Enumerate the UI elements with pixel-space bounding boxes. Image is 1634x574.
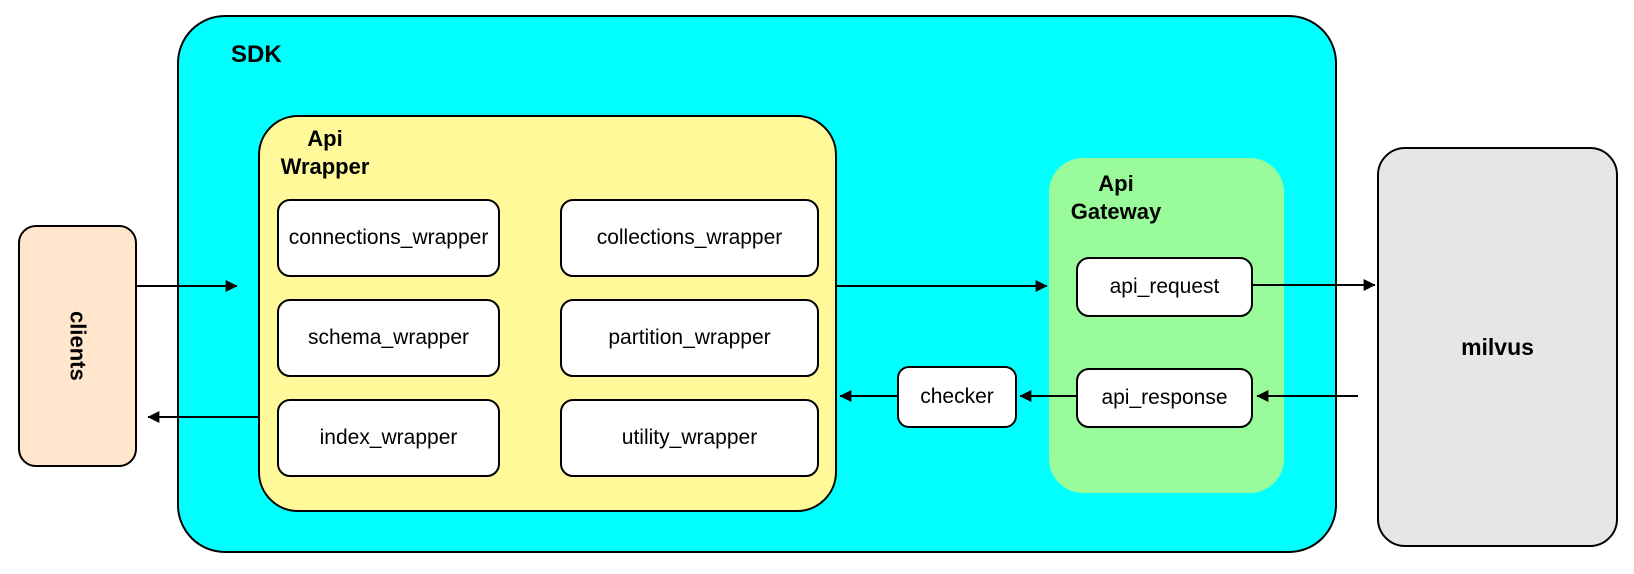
- api-request-label: api_request: [1109, 275, 1220, 298]
- api-response-label: api_response: [1101, 386, 1228, 409]
- clients-label: clients: [65, 311, 91, 381]
- node-api-response: api_response: [1076, 368, 1253, 428]
- node-utility-wrapper: utility_wrapper: [560, 399, 819, 477]
- node-schema-wrapper: schema_wrapper: [277, 299, 500, 377]
- api-gateway-label-line1: Api: [1098, 171, 1134, 196]
- api-wrapper-label-line2: Wrapper: [280, 154, 370, 179]
- node-partition-wrapper: partition_wrapper: [560, 299, 819, 377]
- node-checker: checker: [897, 366, 1017, 428]
- schema-wrapper-label: schema_wrapper: [307, 326, 470, 349]
- api-wrapper-label-line1: Api: [307, 126, 343, 151]
- node-connections-wrapper: connections_wrapper: [277, 199, 500, 277]
- node-api-request: api_request: [1076, 257, 1253, 317]
- node-milvus: milvus: [1377, 147, 1618, 547]
- api-gateway-label-line2: Gateway: [1070, 199, 1162, 224]
- connections-wrapper-label: connections_wrapper: [288, 226, 489, 249]
- checker-label: checker: [920, 385, 994, 408]
- sdk-label: SDK: [231, 41, 282, 68]
- node-clients: clients: [18, 225, 137, 467]
- milvus-label: milvus: [1461, 333, 1534, 360]
- utility-wrapper-label: utility_wrapper: [621, 426, 758, 449]
- node-collections-wrapper: collections_wrapper: [560, 199, 819, 277]
- node-index-wrapper: index_wrapper: [277, 399, 500, 477]
- partition-wrapper-label: partition_wrapper: [608, 326, 771, 349]
- collections-wrapper-label: collections_wrapper: [596, 226, 783, 249]
- index-wrapper-label: index_wrapper: [319, 426, 458, 449]
